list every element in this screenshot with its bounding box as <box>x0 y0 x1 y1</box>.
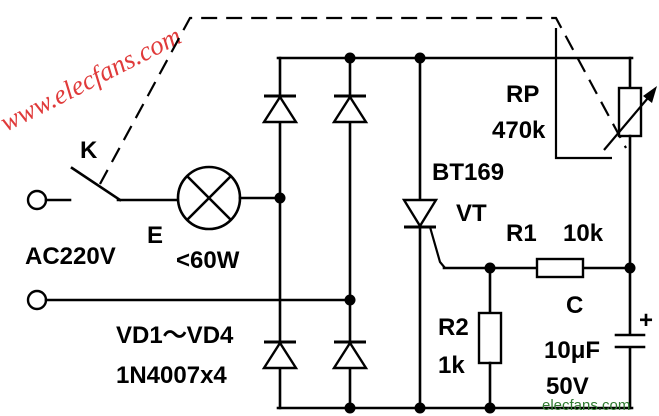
junction-dot <box>344 52 356 64</box>
label-diode-type: 1N4007x4 <box>116 362 227 389</box>
terminal-top <box>26 189 48 211</box>
diode-vd4 <box>331 340 369 370</box>
junction-dot <box>274 192 286 204</box>
label-diodes: VD1～VD4 <box>116 322 234 349</box>
resistor-r2 <box>477 311 503 365</box>
label-cap-polarity: + <box>639 307 653 334</box>
label-r2: R2 <box>438 314 469 341</box>
label-thyristor: BT169 <box>432 159 504 186</box>
label-cap-voltage: 50V <box>546 373 589 400</box>
watermark: www.elecfans.com <box>0 20 186 137</box>
label-rp-value: 470k <box>492 117 546 144</box>
label-lamp: E <box>147 222 163 249</box>
switch-k <box>70 166 122 202</box>
lamp-e <box>176 165 242 231</box>
label-cap-value: 10μF <box>544 337 600 364</box>
label-rp: RP <box>506 81 539 108</box>
label-thyristor-ref: VT <box>456 200 487 227</box>
resistor-r1 <box>535 257 585 279</box>
rp-arrow-head <box>643 86 657 103</box>
junction-dot <box>344 294 356 306</box>
label-switch: K <box>80 137 98 164</box>
label-r2-value: 1k <box>438 352 465 379</box>
diode-vd1 <box>261 94 299 124</box>
label-r1-value: 10k <box>563 220 604 247</box>
label-r1: R1 <box>506 220 537 247</box>
rp-adjust-arrow <box>603 91 654 151</box>
link-box <box>554 28 612 160</box>
mechanical-link <box>99 16 627 185</box>
label-source: AC220V <box>25 243 116 270</box>
junction-dot <box>344 402 356 414</box>
terminal-bottom <box>26 289 48 311</box>
watermark-footer: elecfans.com <box>542 397 630 414</box>
label-lamp-rating: <60W <box>176 247 240 274</box>
diode-vd3 <box>261 340 299 370</box>
diode-vd2 <box>331 94 369 124</box>
thyristor-vt <box>401 198 446 269</box>
label-cap: C <box>566 292 583 319</box>
